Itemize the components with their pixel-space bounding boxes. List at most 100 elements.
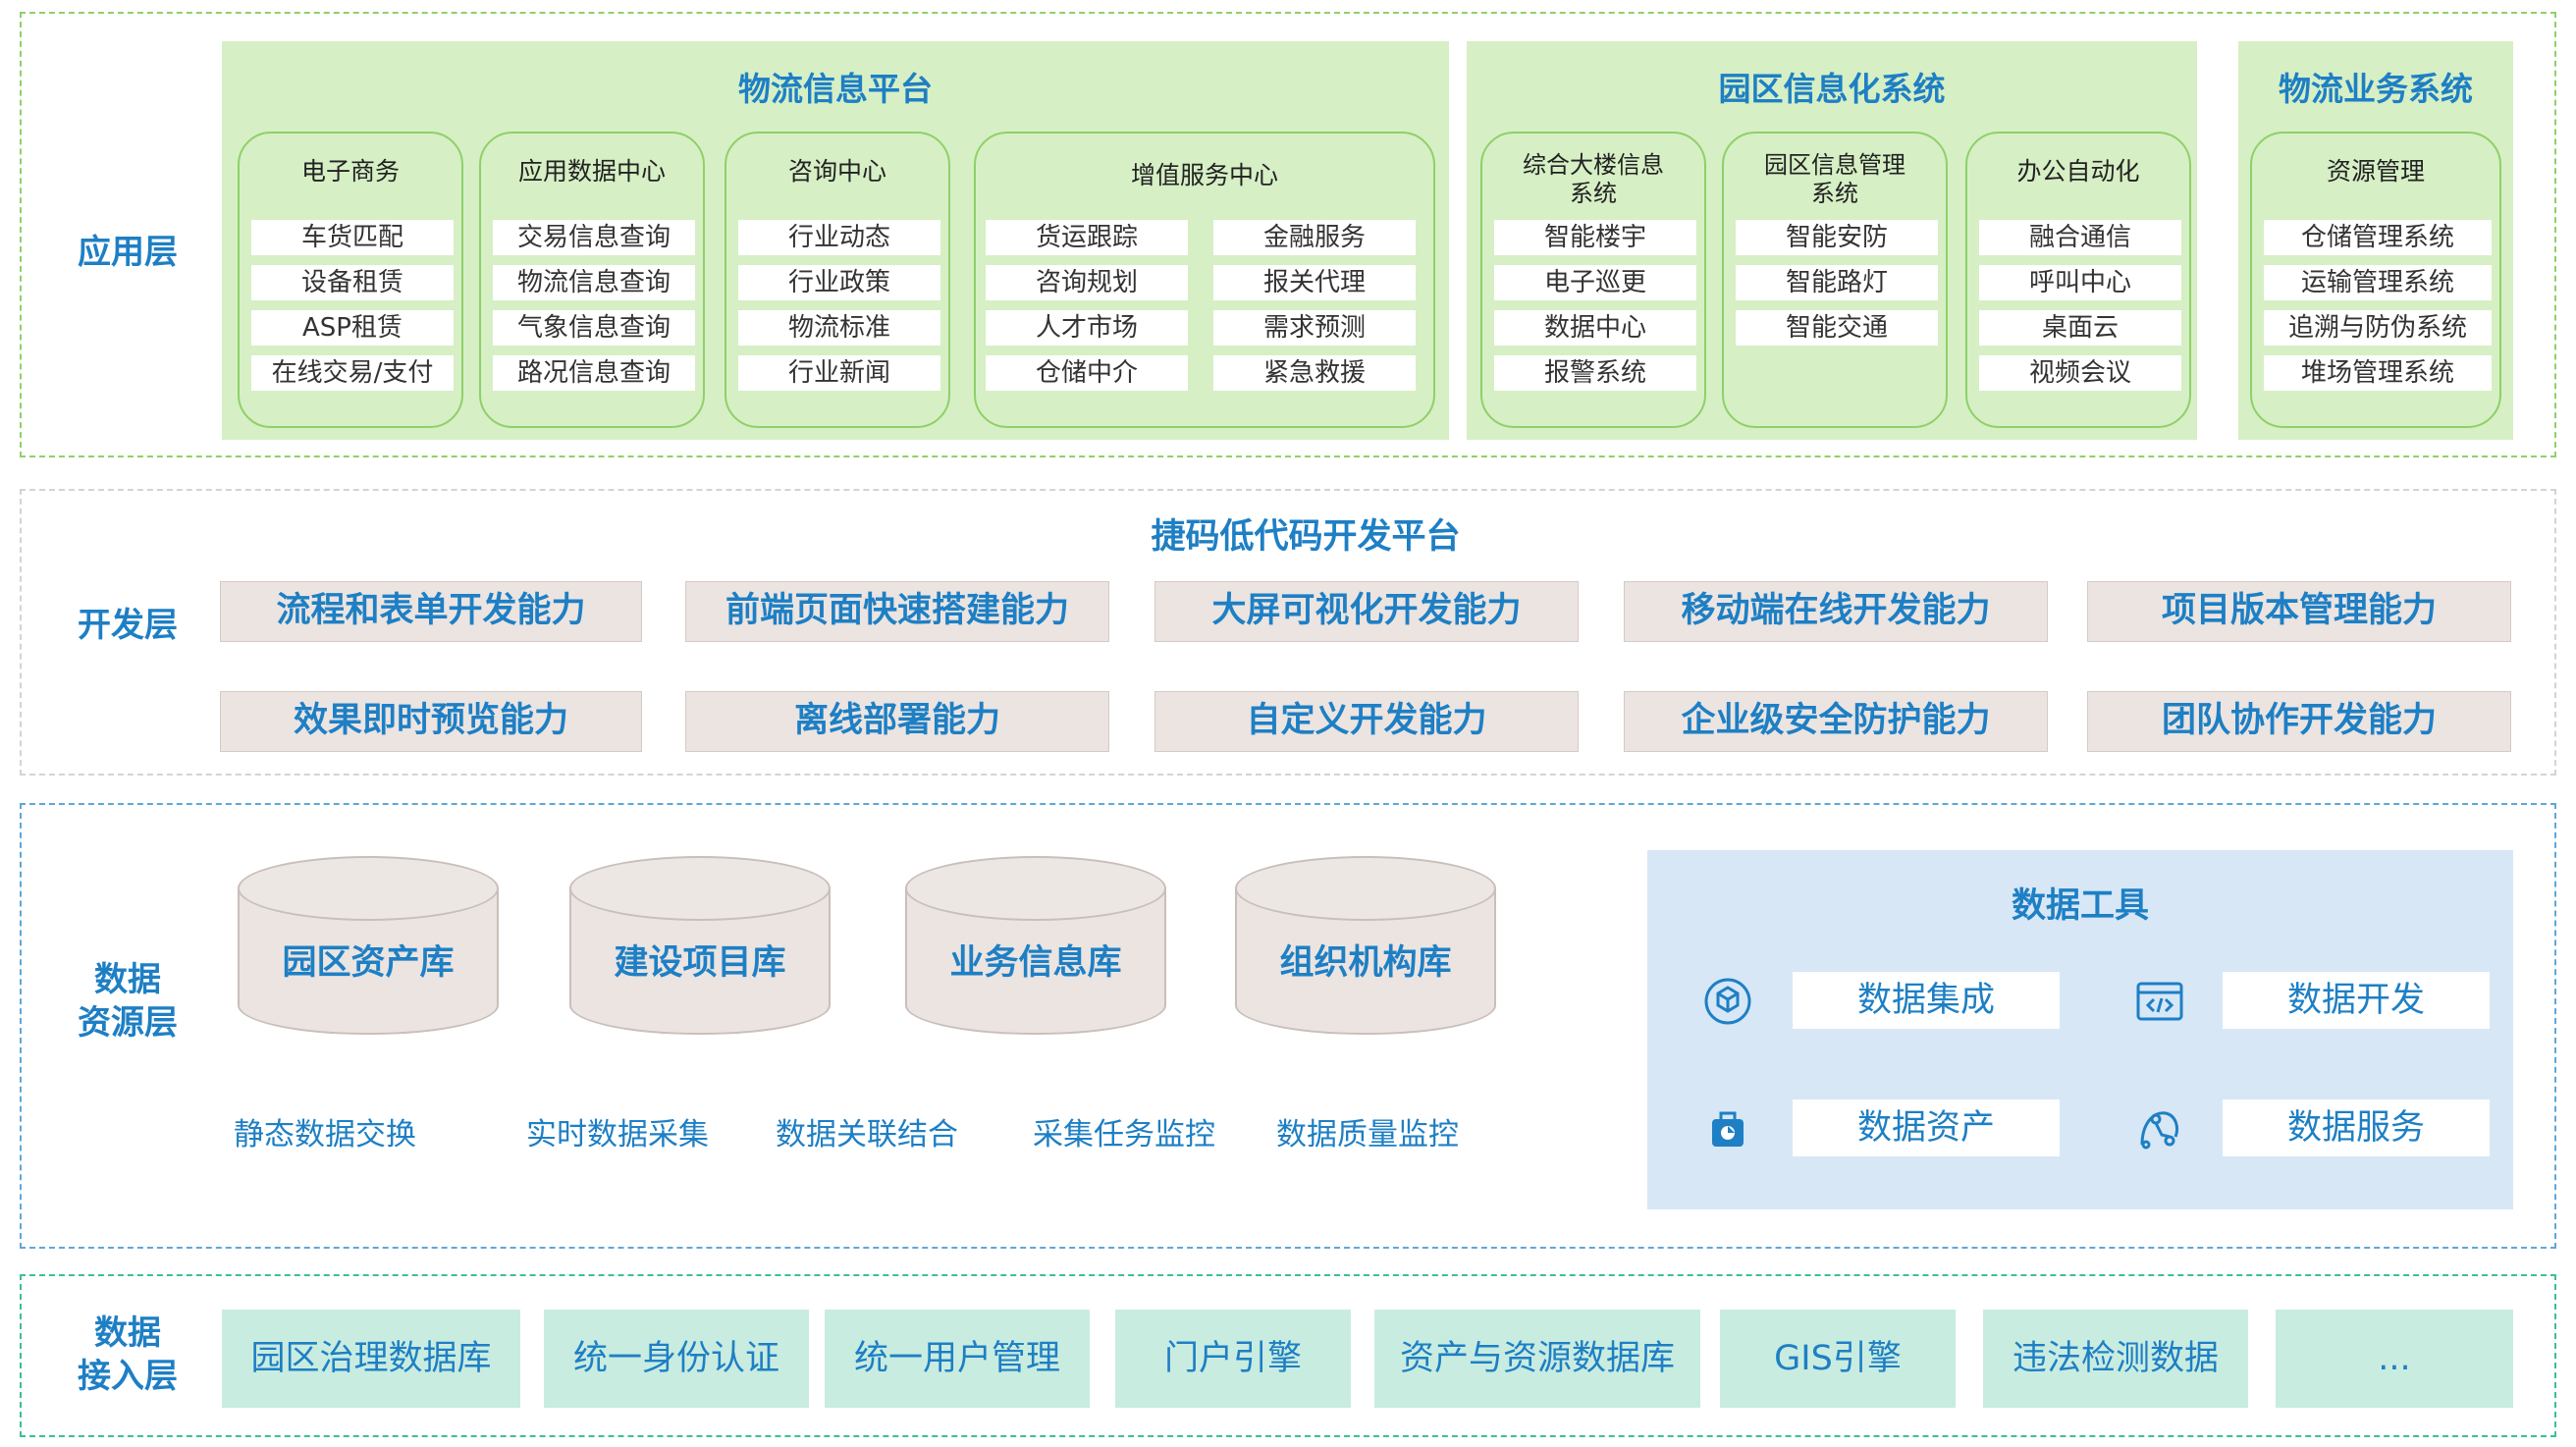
list-item[interactable]: 气象信息查询 [493, 310, 695, 346]
db-cylinder-top [569, 856, 831, 921]
group-title: 综合大楼信息 系统 [1523, 151, 1664, 207]
group-park-management: 园区信息管理 系统 智能安防 智能路灯 智能交通 [1722, 132, 1948, 428]
function-task-monitoring: 采集任务监控 [1033, 1117, 1215, 1152]
list-item[interactable]: 追溯与防伪系统 [2264, 310, 2492, 346]
group-title: 园区信息管理 系统 [1764, 151, 1905, 207]
list-item[interactable]: 呼叫中心 [1979, 265, 2181, 300]
list-item[interactable]: 智能安防 [1736, 220, 1938, 255]
function-data-association: 数据关联结合 [776, 1117, 958, 1152]
tool-data-service[interactable]: 数据服务 [2223, 1099, 2490, 1156]
data-tools-title: 数据工具 [2011, 886, 2149, 926]
dev-layer-label: 开发层 [78, 606, 178, 645]
capability-frontend-build[interactable]: 前端页面快速搭建能力 [685, 581, 1109, 642]
access-layer-label: 数据 接入层 [78, 1313, 178, 1396]
list-item[interactable]: 需求预测 [1213, 310, 1416, 346]
panel-title: 物流业务系统 [2279, 70, 2473, 108]
db-cylinder-top [905, 856, 1166, 921]
list-item[interactable]: 设备租赁 [251, 265, 454, 300]
list-item[interactable]: 物流标准 [738, 310, 940, 346]
list-item[interactable]: 行业动态 [738, 220, 940, 255]
group-resource-management: 资源管理 仓储管理系统 运输管理系统 追溯与防伪系统 堆场管理系统 [2250, 132, 2501, 428]
tool-data-assets[interactable]: 数据资产 [1793, 1099, 2060, 1156]
db-label: 业务信息库 [949, 943, 1122, 983]
group-title: 资源管理 [2326, 157, 2425, 186]
list-item[interactable]: 堆场管理系统 [2264, 355, 2492, 391]
list-item[interactable]: 报警系统 [1494, 355, 1696, 391]
list-item[interactable]: 运输管理系统 [2264, 265, 2492, 300]
list-item[interactable]: 交易信息查询 [493, 220, 695, 255]
access-gis-engine[interactable]: GIS引擎 [1720, 1310, 1956, 1408]
access-asset-resource-db[interactable]: 资产与资源数据库 [1374, 1310, 1700, 1408]
group-title: 办公自动化 [2016, 157, 2140, 186]
service-network-icon [2132, 1101, 2187, 1156]
capability-custom-dev[interactable]: 自定义开发能力 [1154, 691, 1579, 752]
function-quality-monitoring: 数据质量监控 [1276, 1117, 1459, 1152]
data-integration-icon [1700, 974, 1755, 1029]
tool-data-development[interactable]: 数据开发 [2223, 972, 2490, 1029]
list-item[interactable]: 仓储中介 [986, 355, 1188, 391]
list-item[interactable]: 报关代理 [1213, 265, 1416, 300]
group-app-data-center: 应用数据中心 交易信息查询 物流信息查询 气象信息查询 路况信息查询 [479, 132, 705, 428]
app-layer-label: 应用层 [78, 233, 178, 272]
group-ecommerce: 电子商务 车货匹配 设备租赁 ASP租赁 在线交易/支付 [238, 132, 463, 428]
list-item[interactable]: 路况信息查询 [493, 355, 695, 391]
list-item[interactable]: 行业政策 [738, 265, 940, 300]
access-more[interactable]: ... [2276, 1310, 2513, 1408]
group-consulting-center: 咨询中心 行业动态 行业政策 物流标准 行业新闻 [724, 132, 950, 428]
platform-title: 捷码低代码开发平台 [1151, 517, 1461, 557]
list-item[interactable]: 融合通信 [1979, 220, 2181, 255]
db-label: 组织机构库 [1279, 943, 1452, 983]
panel-logistics-business: 物流业务系统 资源管理 仓储管理系统 运输管理系统 追溯与防伪系统 堆场管理系统 [2238, 41, 2513, 440]
access-unified-user-mgmt[interactable]: 统一用户管理 [825, 1310, 1090, 1408]
list-item[interactable]: 智能路灯 [1736, 265, 1938, 300]
asset-bag-icon [1700, 1101, 1755, 1156]
list-item[interactable]: ASP租赁 [251, 310, 454, 346]
app-layer-frame [20, 12, 2556, 457]
access-violation-detection[interactable]: 违法检测数据 [1983, 1310, 2248, 1408]
function-static-exchange: 静态数据交换 [234, 1117, 416, 1152]
capability-preview[interactable]: 效果即时预览能力 [220, 691, 642, 752]
list-item[interactable]: 仓储管理系统 [2264, 220, 2492, 255]
group-value-added-services: 增值服务中心 货运跟踪 金融服务 咨询规划 报关代理 人才市场 需求预测 仓储中… [974, 132, 1435, 428]
resource-layer-label: 数据 资源层 [78, 960, 178, 1043]
group-office-automation: 办公自动化 融合通信 呼叫中心 桌面云 视频会议 [1965, 132, 2191, 428]
dev-layer-frame [20, 489, 2556, 776]
access-layer-frame [20, 1274, 2556, 1437]
group-building-info: 综合大楼信息 系统 智能楼宇 电子巡更 数据中心 报警系统 [1480, 132, 1706, 428]
panel-title: 园区信息化系统 [1718, 70, 1946, 108]
capability-workflow-form[interactable]: 流程和表单开发能力 [220, 581, 642, 642]
capability-dashboard[interactable]: 大屏可视化开发能力 [1154, 581, 1579, 642]
data-tools-panel: 数据工具 数据集成 数据开发 数据资产 [1647, 850, 2513, 1209]
capability-offline-deploy[interactable]: 离线部署能力 [685, 691, 1109, 752]
list-item[interactable]: 智能交通 [1736, 310, 1938, 346]
list-item[interactable]: 人才市场 [986, 310, 1188, 346]
capability-team-collaboration[interactable]: 团队协作开发能力 [2087, 691, 2511, 752]
list-item[interactable]: 金融服务 [1213, 220, 1416, 255]
list-item[interactable]: 车货匹配 [251, 220, 454, 255]
db-cylinder-top [1235, 856, 1496, 921]
list-item[interactable]: 数据中心 [1494, 310, 1696, 346]
access-park-governance-db[interactable]: 园区治理数据库 [222, 1310, 520, 1408]
group-title: 增值服务中心 [1130, 161, 1278, 189]
list-item[interactable]: 电子巡更 [1494, 265, 1696, 300]
code-window-icon [2132, 974, 2187, 1029]
list-item[interactable]: 视频会议 [1979, 355, 2181, 391]
list-item[interactable]: 紧急救援 [1213, 355, 1416, 391]
list-item[interactable]: 智能楼宇 [1494, 220, 1696, 255]
capability-mobile[interactable]: 移动端在线开发能力 [1624, 581, 2048, 642]
panel-park-info-system: 园区信息化系统 综合大楼信息 系统 智能楼宇 电子巡更 数据中心 报警系统 园区… [1467, 41, 2197, 440]
list-item[interactable]: 咨询规划 [986, 265, 1188, 300]
list-item[interactable]: 在线交易/支付 [251, 355, 454, 391]
list-item[interactable]: 桌面云 [1979, 310, 2181, 346]
list-item[interactable]: 物流信息查询 [493, 265, 695, 300]
access-portal-engine[interactable]: 门户引擎 [1115, 1310, 1351, 1408]
db-label: 建设项目库 [614, 943, 786, 983]
list-item[interactable]: 行业新闻 [738, 355, 940, 391]
tool-data-integration[interactable]: 数据集成 [1793, 972, 2060, 1029]
panel-logistics-platform: 物流信息平台 电子商务 车货匹配 设备租赁 ASP租赁 在线交易/支付 应用数据… [222, 41, 1449, 440]
list-item[interactable]: 货运跟踪 [986, 220, 1188, 255]
capability-security[interactable]: 企业级安全防护能力 [1624, 691, 2048, 752]
capability-version-management[interactable]: 项目版本管理能力 [2087, 581, 2511, 642]
access-unified-identity[interactable]: 统一身份认证 [544, 1310, 809, 1408]
db-label: 园区资产库 [282, 943, 455, 983]
